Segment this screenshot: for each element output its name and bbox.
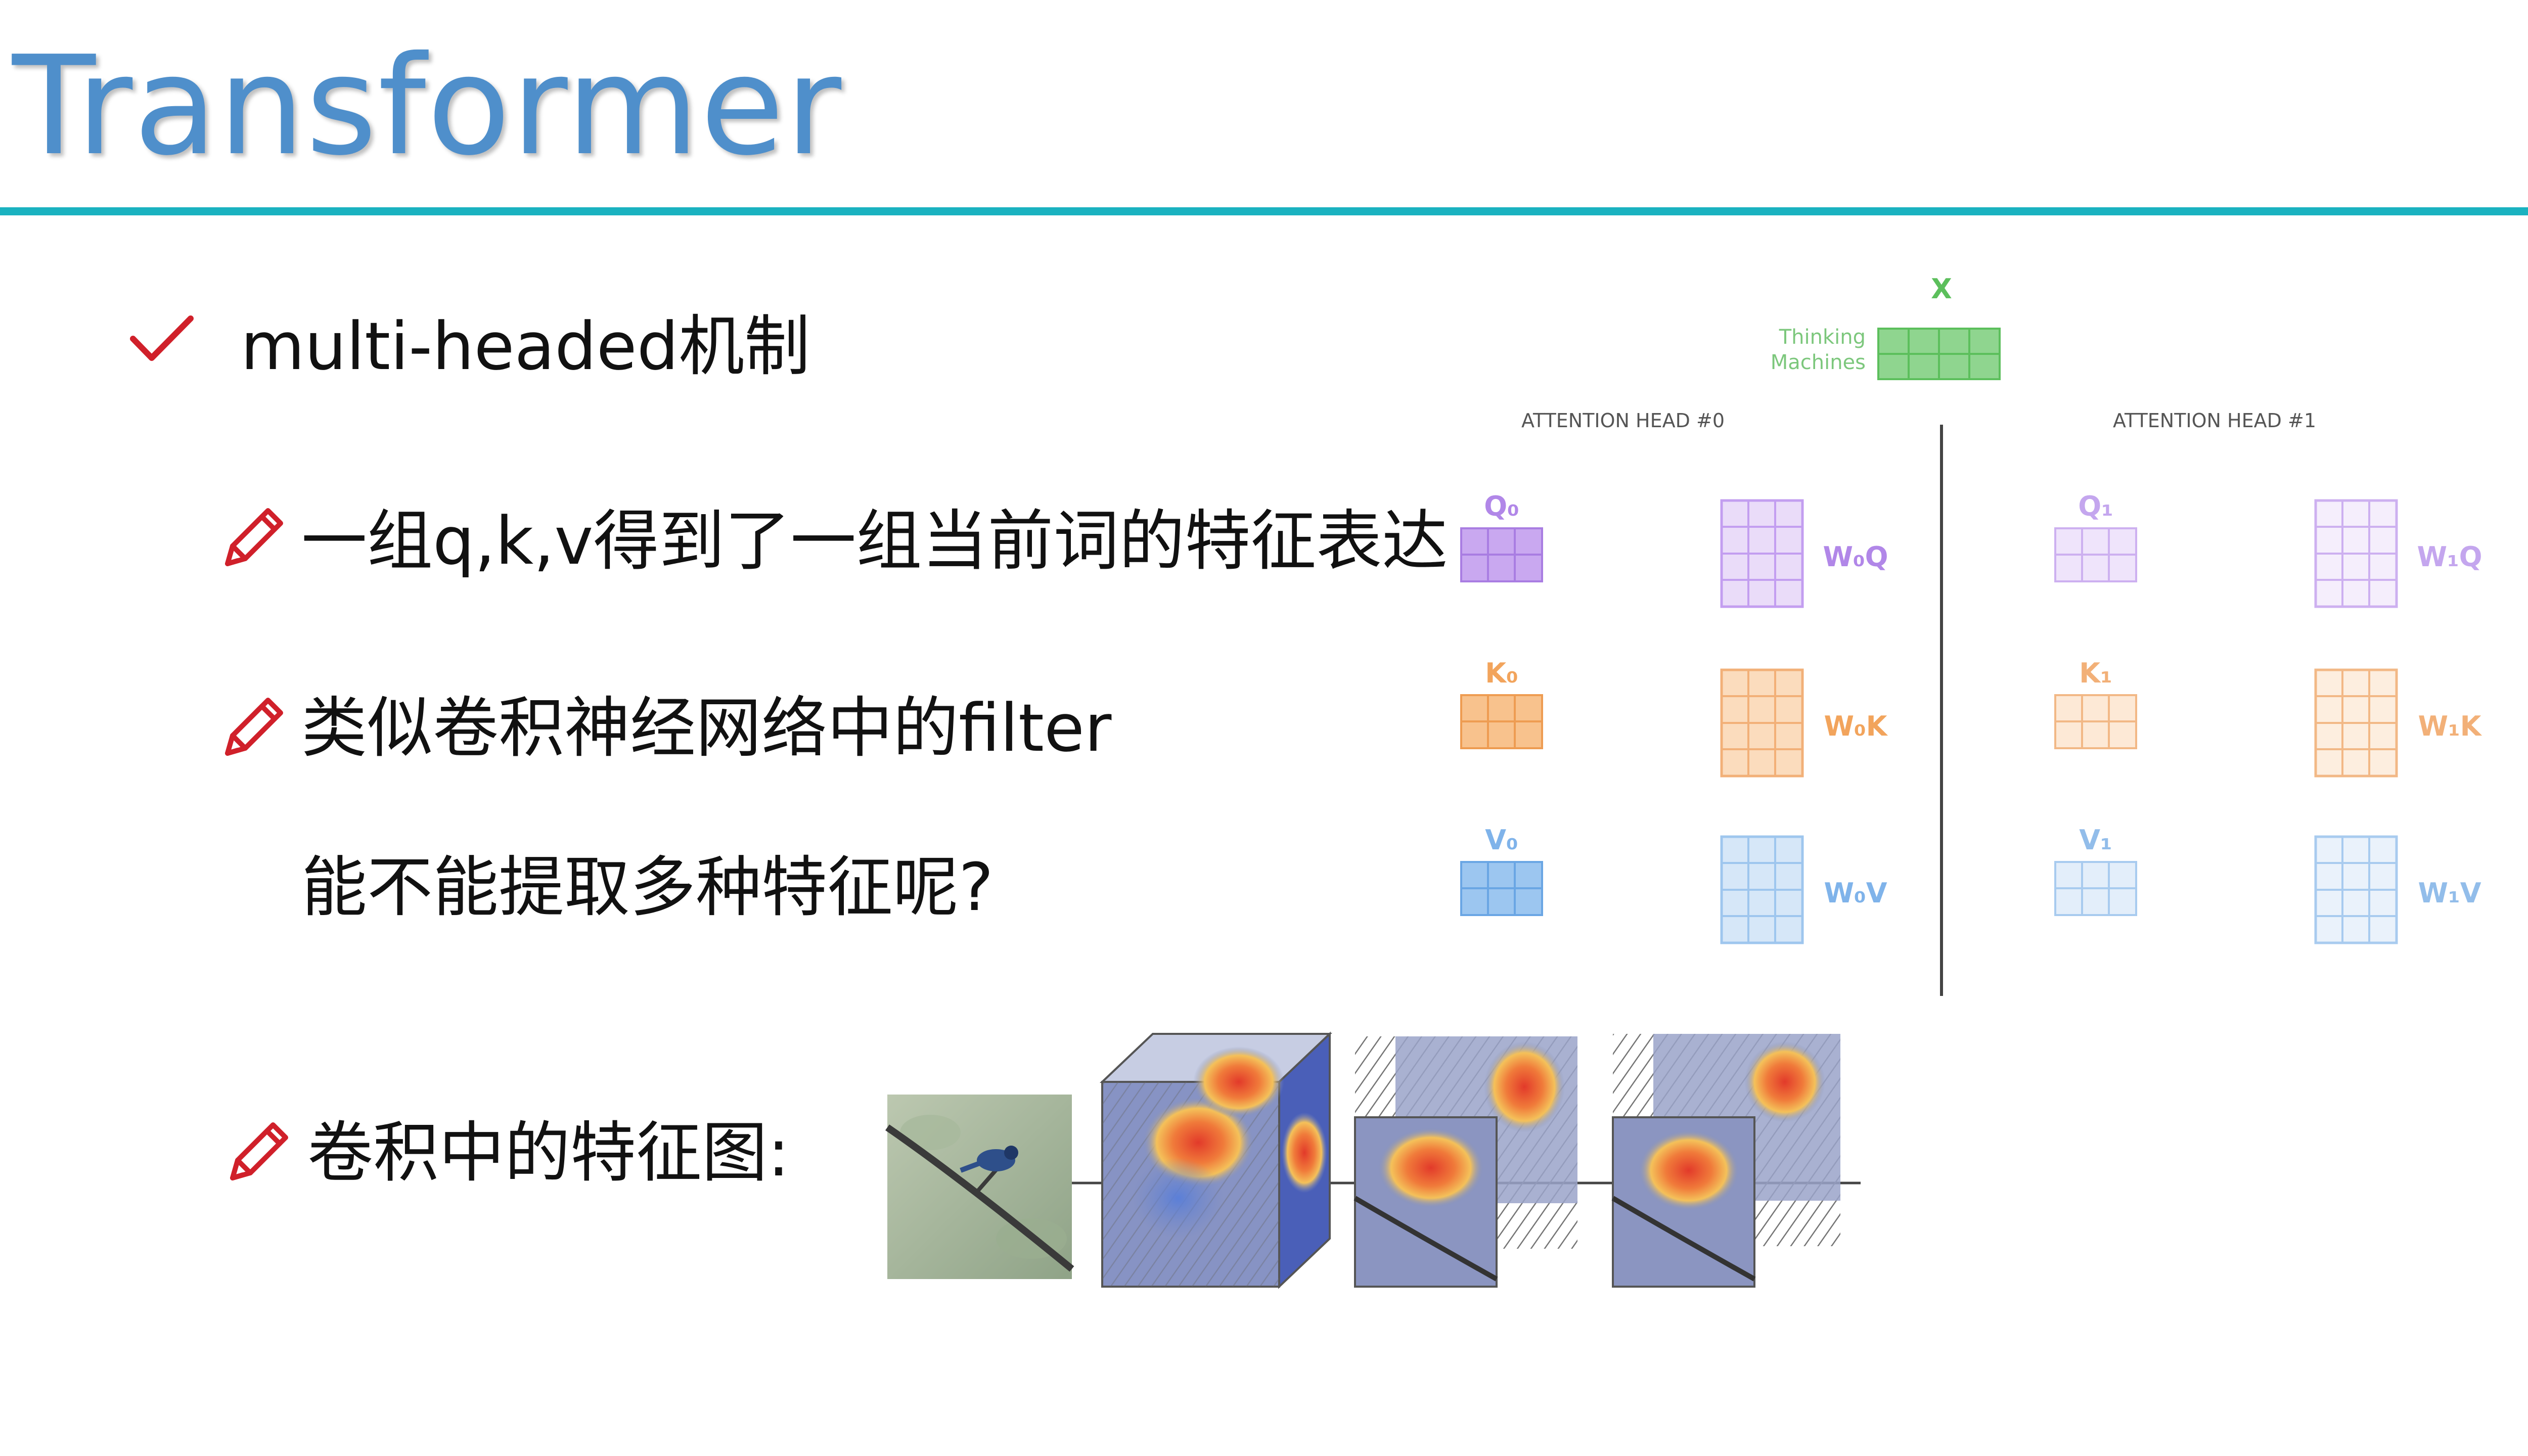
x-word-machines: Machines (1771, 351, 1866, 374)
head0-v-matrix (1460, 861, 1543, 916)
bullet-qkv: 一组q,k,v得到了一组当前词的特征表达 (301, 503, 1448, 579)
head1-wv-matrix (2314, 835, 2398, 944)
head0-wv-matrix (1720, 835, 1804, 944)
pencil-icon (230, 1122, 288, 1180)
page-title: Transformer (12, 26, 843, 186)
feature-map-block-2 (1353, 1036, 1577, 1288)
x-label: X (1931, 273, 1952, 305)
head1-wv-label: W₁V (2418, 877, 2481, 909)
head1-v-matrix (2054, 861, 2137, 916)
head0-wk-matrix (1720, 668, 1804, 778)
head0-v-label: V₀ (1485, 824, 1518, 856)
head0-wv-label: W₀V (1824, 877, 1887, 909)
head1-group: Q₁ W₁Q K₁ (2054, 490, 2482, 944)
head0-q-matrix (1460, 527, 1543, 582)
bullet-multiple-features: 能不能提取多种特征呢? (301, 849, 994, 926)
head1-v-label: V₁ (2079, 824, 2112, 856)
bullet-filter: 类似卷积神经网络中的filter (301, 690, 1112, 766)
head0-wk-label: W₀K (1824, 710, 1888, 742)
cnn-feature-map-illustration (885, 1031, 1861, 1289)
head0-k-label: K₀ (1485, 657, 1518, 689)
bullet-feature-map: 卷积中的特征图: (307, 1114, 790, 1191)
head0-label: ATTENTION HEAD #0 (1521, 410, 1725, 432)
head1-q-label: Q₁ (2078, 490, 2113, 522)
head0-k-matrix (1460, 694, 1543, 749)
bullet-multi-headed: multi-headed机制 (241, 308, 810, 385)
feature-map-block-3 (1611, 1034, 1840, 1288)
head0-group: Q₀ W₀Q K₀ (1460, 490, 1888, 944)
x-word-thinking: Thinking (1779, 326, 1866, 349)
title-divider (0, 207, 2528, 215)
multi-head-attention-diagram: X Thinking Machines ATTENTION HEAD #0 AT… (1460, 273, 2482, 996)
head0-wq-label: W₀Q (1823, 541, 1888, 573)
head1-wq-matrix (2314, 499, 2398, 608)
x-matrix (1877, 328, 2001, 380)
head1-label: ATTENTION HEAD #1 (2113, 410, 2316, 432)
head1-k-label: K₁ (2079, 657, 2112, 689)
check-icon (130, 315, 194, 361)
head1-wk-label: W₁K (2418, 710, 2482, 742)
pencil-icon (225, 508, 283, 566)
head1-k-matrix (2054, 694, 2137, 749)
feature-map-block-1 (1099, 1031, 1333, 1289)
head1-q-matrix (2054, 527, 2137, 582)
head0-wq-matrix (1720, 499, 1804, 608)
head1-wq-label: W₁Q (2417, 541, 2482, 573)
head0-q-label: Q₀ (1484, 490, 1519, 522)
head1-wk-matrix (2314, 668, 2398, 778)
bird-input-image (885, 1095, 1074, 1279)
pencil-icon (225, 698, 283, 756)
